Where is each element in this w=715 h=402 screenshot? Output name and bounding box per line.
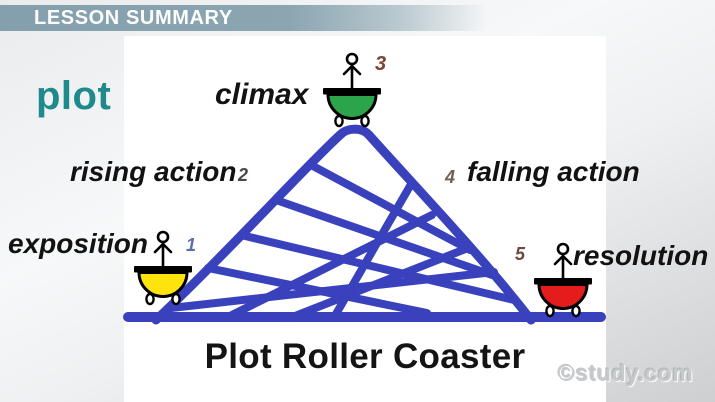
cart-bar — [534, 278, 592, 285]
cart-wheel — [171, 292, 181, 306]
cart-bar — [134, 266, 192, 273]
header-title: LESSON SUMMARY — [34, 7, 233, 29]
cart-wheel — [545, 304, 555, 318]
cart-wheel — [334, 114, 344, 128]
hill-lattice — [167, 161, 518, 322]
cart-bowl — [326, 93, 378, 120]
label-rising-action: rising action — [70, 156, 237, 187]
rider-icon — [153, 230, 173, 268]
cart-bar — [323, 88, 381, 95]
cart-wheel — [145, 292, 155, 306]
label-resolution: resolution — [573, 240, 709, 271]
cart-exposition — [134, 230, 192, 306]
label-exposition: exposition — [8, 228, 149, 259]
cart-climax — [323, 52, 381, 128]
rider-icon — [342, 52, 362, 90]
cart-wheel — [571, 304, 581, 318]
diagram-title: Plot Roller Coaster — [204, 337, 526, 376]
label-climax: climax — [215, 78, 309, 111]
stage-number-1: 1 — [186, 235, 197, 255]
header-bar: LESSON SUMMARY — [0, 5, 555, 31]
cart-wheel — [360, 114, 370, 128]
cart-bowl — [537, 283, 589, 310]
studycom-watermark: ©study.com — [558, 360, 694, 386]
label-falling-action: falling action — [467, 156, 640, 187]
cart-resolution — [534, 242, 592, 318]
stage-number-3: 3 — [375, 53, 387, 75]
cart-bowl — [137, 271, 189, 298]
stage-number-2: 2 — [238, 165, 249, 185]
keyword-plot: plot — [36, 74, 112, 118]
rider-icon — [553, 242, 573, 280]
stage-number-5: 5 — [515, 244, 526, 264]
stage-number-4: 4 — [445, 167, 456, 187]
